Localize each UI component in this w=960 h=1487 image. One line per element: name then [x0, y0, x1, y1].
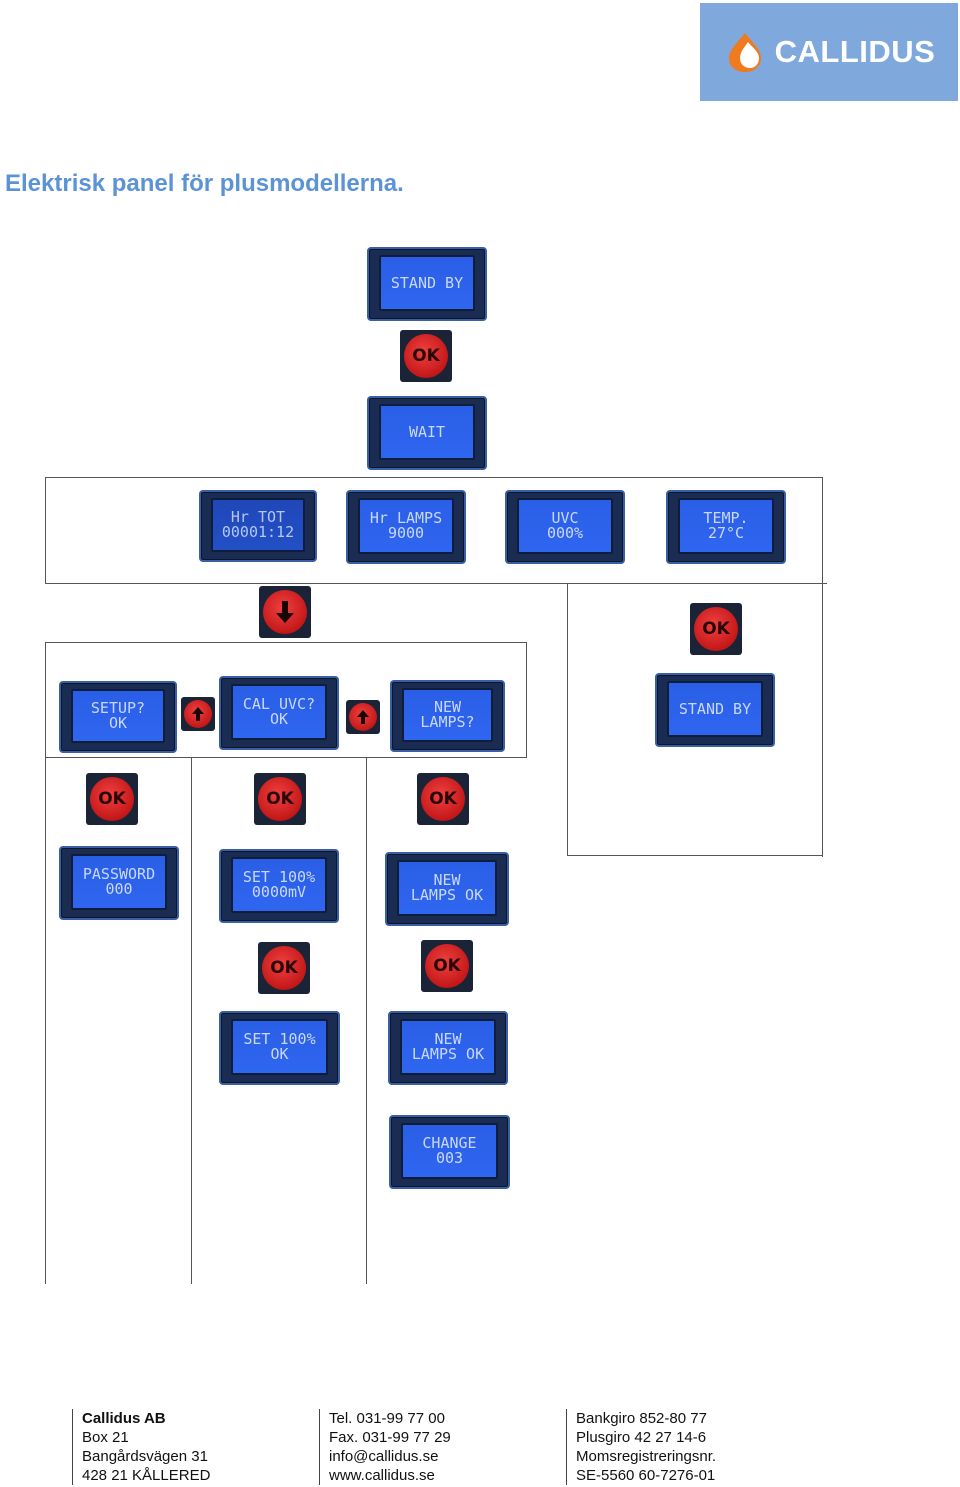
- footer-line: Momsregistreringsnr.: [576, 1448, 717, 1465]
- up-arrow-icon: [184, 700, 212, 728]
- lcd-line: SET 100%: [243, 1030, 316, 1048]
- lcd-set-100-mv: SET 100%0000mV: [219, 849, 339, 923]
- drop-logo-icon: [723, 30, 767, 74]
- footer-bank: Bankgiro 852-80 77 Plusgiro 42 27 14-6 M…: [566, 1409, 716, 1485]
- ok-button[interactable]: OK: [417, 773, 469, 825]
- frame-line: [567, 584, 568, 856]
- lcd-line: NEW: [433, 871, 461, 889]
- ok-button[interactable]: OK: [690, 603, 742, 655]
- lcd-stand-by: STAND BY: [655, 673, 775, 747]
- lcd-line: LAMPS?: [420, 713, 475, 731]
- logo-text: CALLIDUS: [774, 34, 936, 69]
- lcd-line: LAMPS OK: [410, 886, 484, 904]
- footer-line: Fax. 031-99 77 29: [329, 1429, 451, 1446]
- footer-line: Box 21: [82, 1429, 129, 1446]
- frame-line: [366, 757, 367, 1284]
- lcd-line: 003: [435, 1149, 464, 1167]
- lcd-line: UVC: [551, 509, 579, 527]
- lcd-line: Hr LAMPS: [369, 509, 443, 527]
- footer-line: Tel. 031-99 77 00: [329, 1410, 445, 1427]
- email-link[interactable]: info@callidus.se: [329, 1448, 439, 1465]
- lcd-stand-by: STAND BY: [367, 247, 487, 321]
- down-arrow-icon: [263, 590, 307, 634]
- lcd-line: OK: [108, 714, 128, 732]
- lcd-line: NEW: [433, 698, 462, 716]
- footer-address: Callidus AB Box 21 Bangårdsvägen 31 428 …: [72, 1409, 210, 1485]
- up-arrow-icon: [349, 703, 377, 731]
- footer-line: SE-5560 60-7276-01: [576, 1467, 716, 1484]
- lcd-line: CAL UVC?: [242, 695, 316, 713]
- frame-line-top: [45, 477, 822, 478]
- lcd-line: OK: [269, 710, 289, 728]
- lcd-line: 27°C: [707, 524, 745, 542]
- lcd-line: 0000mV: [251, 883, 307, 901]
- up-arrow-button[interactable]: [346, 700, 380, 734]
- frame-line: [45, 477, 46, 584]
- lcd-set-100-ok: SET 100%OK: [219, 1011, 340, 1085]
- up-arrow-button[interactable]: [181, 697, 215, 731]
- website-link[interactable]: www.callidus.se: [329, 1467, 435, 1484]
- lcd-line: 00001:12: [221, 523, 295, 541]
- ok-button[interactable]: OK: [86, 773, 138, 825]
- ok-button[interactable]: OK: [421, 940, 473, 992]
- lcd-wait: WAIT: [367, 396, 487, 470]
- lcd-line: 000: [105, 880, 133, 898]
- lcd-line: LAMPS OK: [411, 1045, 485, 1063]
- frame-line: [45, 642, 46, 1284]
- frame-line: [526, 642, 527, 758]
- lcd-line: NEW: [434, 1030, 462, 1048]
- lcd-line: STAND BY: [678, 699, 752, 718]
- frame-line: [45, 642, 527, 643]
- lcd-line: SETUP?: [90, 699, 146, 717]
- footer-line: Bangårdsvägen 31: [82, 1448, 208, 1465]
- footer-line: Plusgiro 42 27 14-6: [576, 1429, 707, 1446]
- lcd-line: OK: [270, 1045, 289, 1063]
- ok-button[interactable]: OK: [254, 773, 306, 825]
- page-title: Elektrisk panel för plusmodellerna.: [5, 170, 404, 197]
- lcd-line: STAND BY: [390, 273, 464, 292]
- footer-line: Bankgiro 852-80 77: [576, 1410, 707, 1427]
- lcd-line: 000%: [546, 524, 584, 542]
- footer-line: 428 21 KÅLLERED: [82, 1467, 211, 1484]
- frame-line: [45, 583, 827, 584]
- lcd-line: PASSWORD: [82, 865, 156, 883]
- footer-contact: Tel. 031-99 77 00 Fax. 031-99 77 29 info…: [319, 1409, 451, 1485]
- lcd-line: TEMP.: [703, 509, 749, 527]
- ok-button[interactable]: OK: [400, 330, 452, 382]
- lcd-line: SET 100%: [242, 868, 316, 886]
- frame-line: [45, 757, 527, 758]
- ok-button[interactable]: OK: [258, 942, 310, 994]
- lcd-line: WAIT: [408, 422, 446, 441]
- lcd-temp: TEMP.27°C: [666, 490, 786, 564]
- company-name: Callidus AB: [82, 1410, 166, 1427]
- down-arrow-button[interactable]: [259, 586, 311, 638]
- frame-line: [191, 757, 192, 1284]
- lcd-cal-uvc: CAL UVC?OK: [219, 676, 339, 750]
- frame-line: [822, 477, 823, 857]
- callidus-logo: CALLIDUS: [700, 3, 958, 101]
- lcd-line: Hr TOT: [230, 508, 286, 526]
- lcd-setup: SETUP?OK: [59, 681, 177, 753]
- lcd-line: CHANGE: [422, 1134, 477, 1152]
- lcd-line: 9000: [387, 524, 425, 542]
- frame-line: [567, 855, 823, 856]
